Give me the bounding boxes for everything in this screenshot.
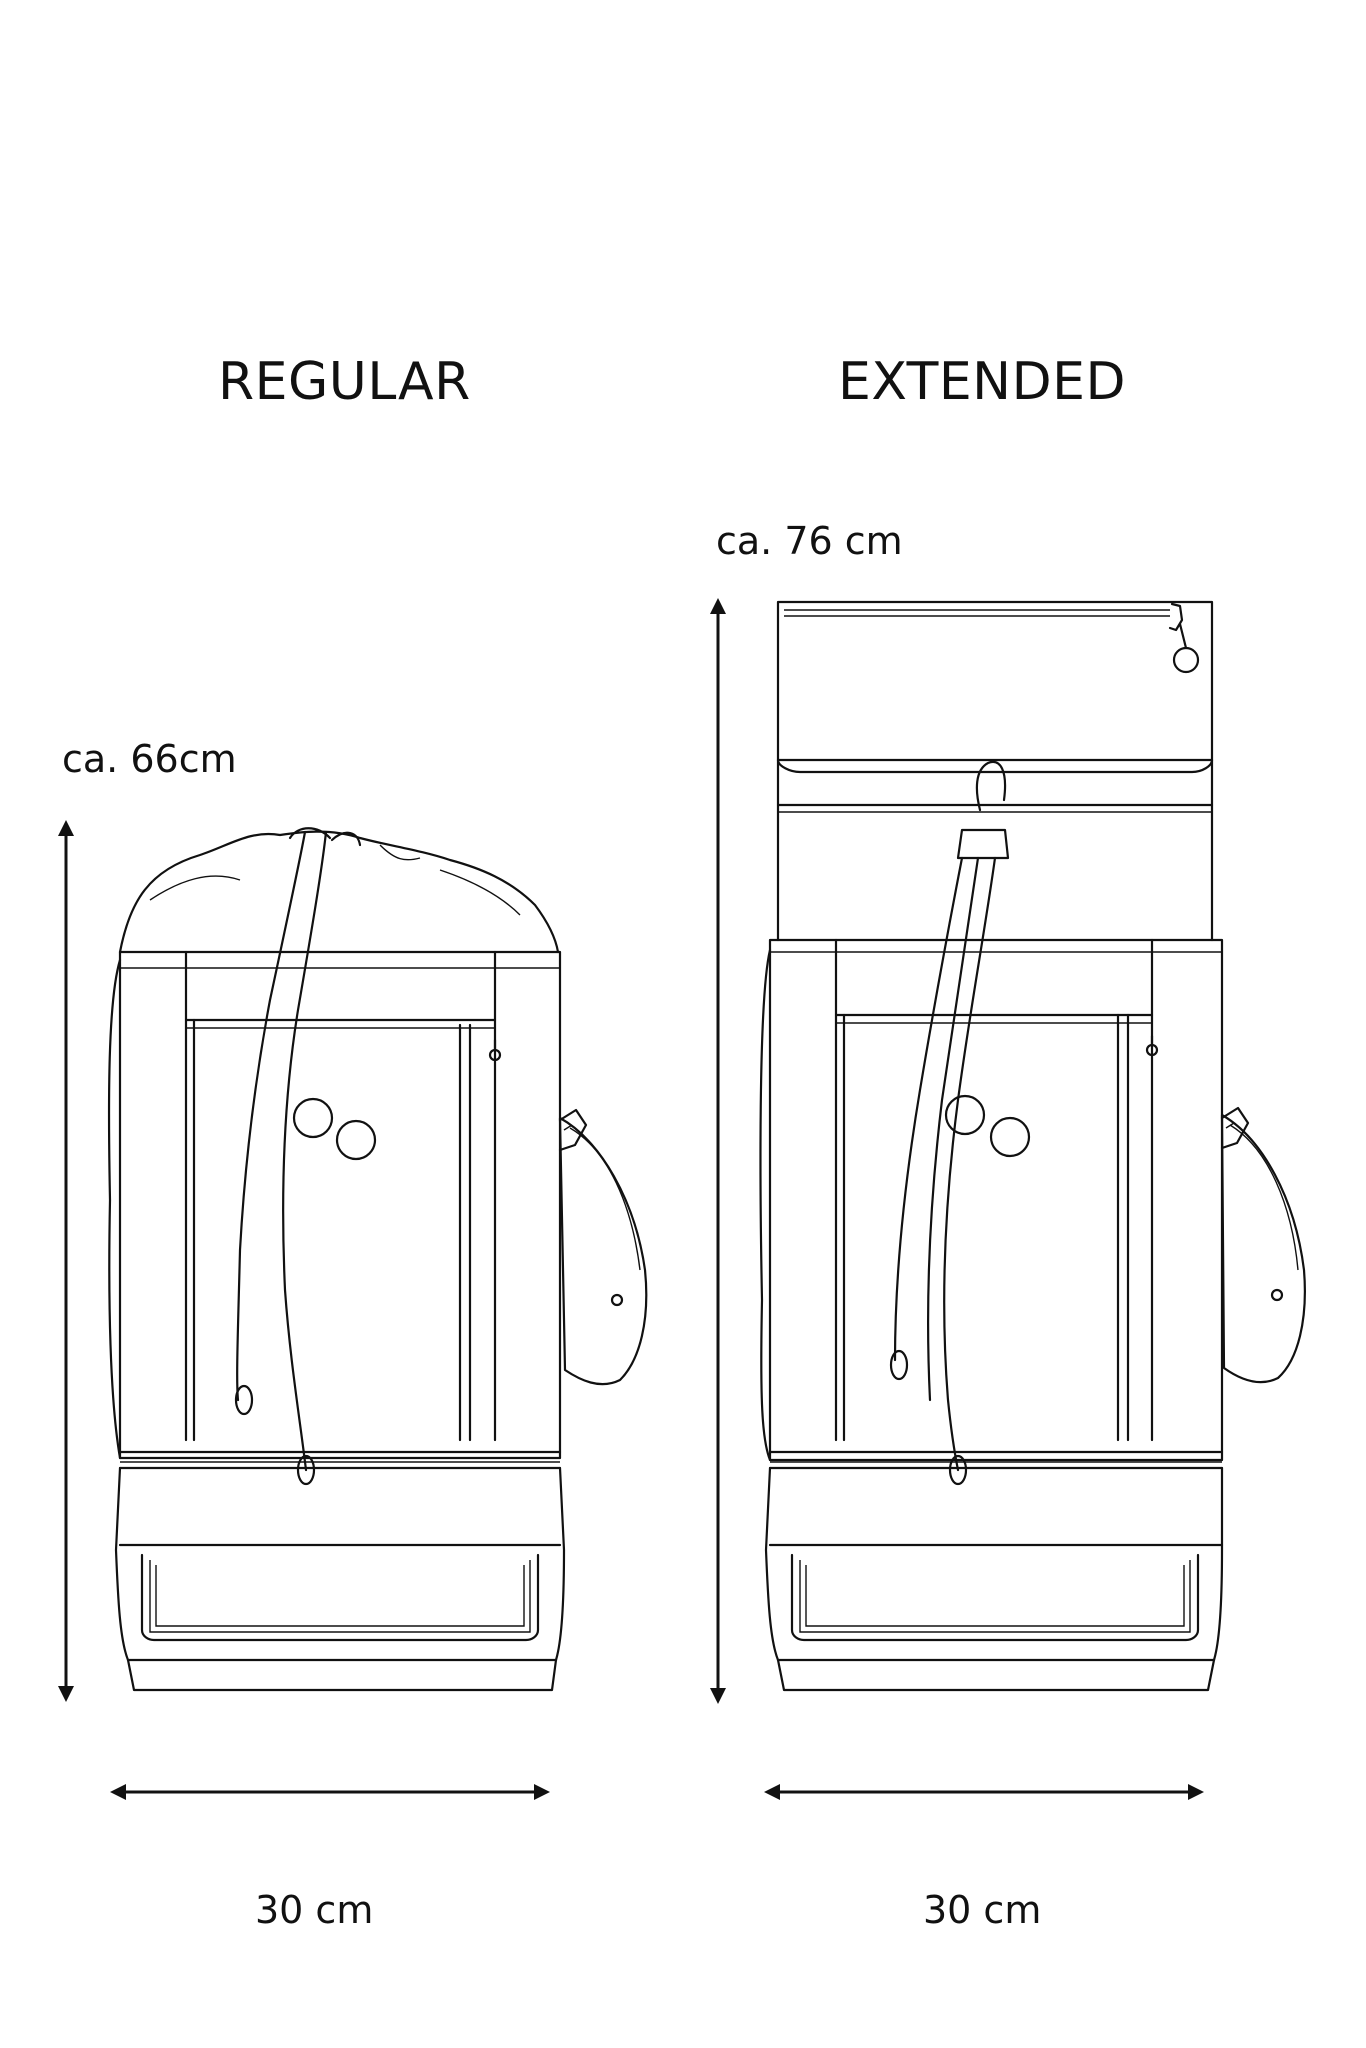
extended-height-label: ca. 76 cm	[716, 519, 903, 563]
extended-backpack	[760, 602, 1304, 1690]
regular-height-dimension	[58, 820, 74, 1702]
regular-width-dimension	[110, 1784, 550, 1800]
regular-logo-circle-2	[337, 1121, 375, 1159]
extended-logo-circle-2	[991, 1118, 1029, 1156]
extended-width-dimension	[764, 1784, 1204, 1800]
extended-height-dimension	[710, 598, 726, 1704]
extended-width-label: 30 cm	[923, 1888, 1042, 1932]
regular-logo-circle-1	[294, 1099, 332, 1137]
regular-height-label: ca. 66cm	[62, 737, 237, 781]
regular-width-label: 30 cm	[255, 1888, 374, 1932]
extended-title: EXTENDED	[838, 352, 1127, 412]
regular-title: REGULAR	[218, 352, 471, 412]
extended-logo-circle-1	[946, 1096, 984, 1134]
regular-backpack	[109, 828, 646, 1690]
